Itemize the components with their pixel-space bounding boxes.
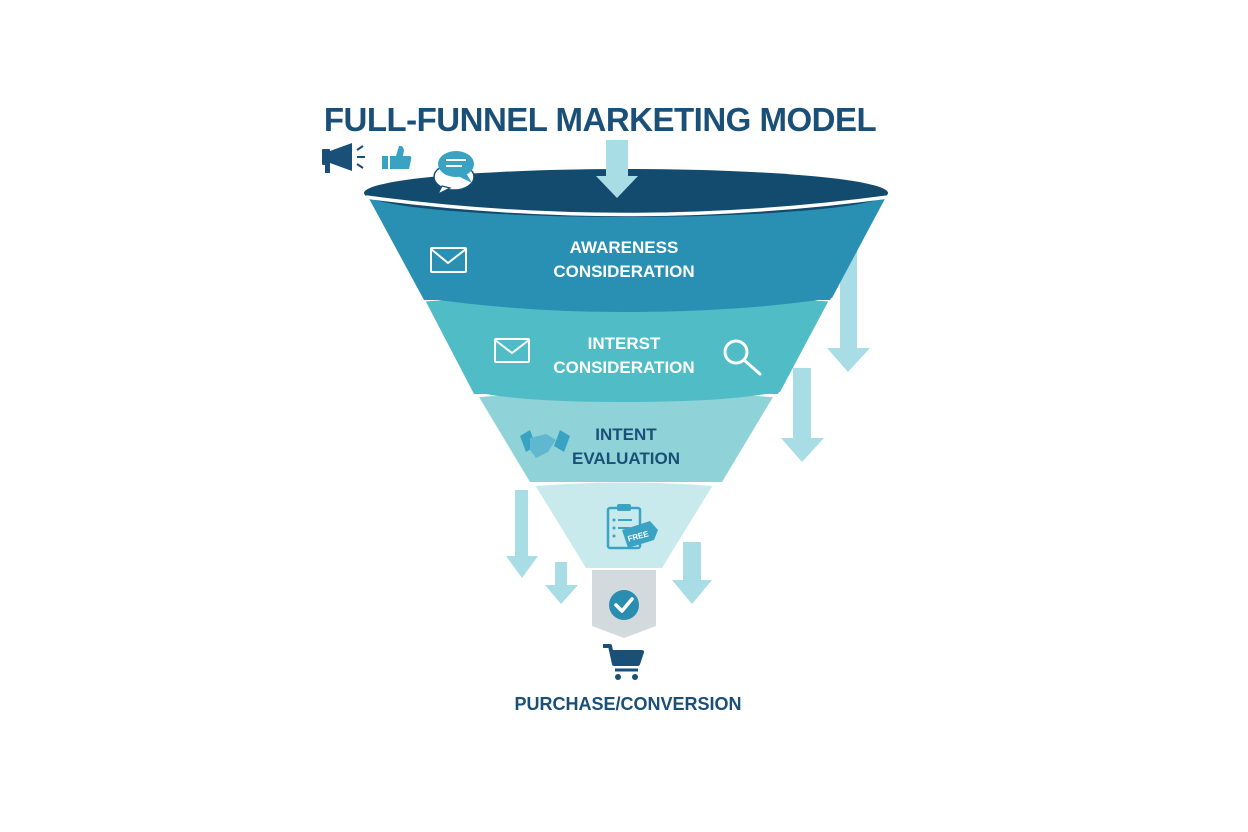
thumbs-up-icon — [382, 145, 412, 169]
arrow-down-icon — [545, 562, 578, 604]
megaphone-icon — [322, 143, 365, 173]
stage-1-line1: AWARENESS — [569, 238, 679, 257]
stage-2-line2: CONSIDERATION — [553, 358, 695, 377]
stage-3-label: INTENT EVALUATION — [476, 423, 776, 471]
arrow-down-icon — [506, 490, 538, 578]
stage-3-line2: EVALUATION — [572, 449, 680, 468]
clipboard-tag-icon: FREE — [606, 504, 658, 550]
funnel-stage-3 — [476, 392, 776, 482]
outcome-label: PURCHASE/CONVERSION — [514, 694, 742, 714]
shopping-cart-icon — [603, 644, 644, 680]
arrow-down-icon — [781, 368, 824, 462]
stage-1-label: AWARENESS CONSIDERATION — [474, 236, 774, 284]
envelope-icon — [494, 338, 530, 363]
stage-3-line1: INTENT — [595, 425, 657, 444]
funnel-rim — [364, 169, 888, 217]
chat-bubbles-icon — [433, 151, 475, 196]
magnifier-icon — [723, 339, 762, 376]
page-title: FULL-FUNNEL MARKETING MODEL — [323, 101, 877, 138]
envelope-icon — [430, 247, 467, 273]
stage-2-line1: INTERST — [587, 334, 661, 353]
checkmark-icon — [609, 590, 639, 620]
stage-2-label: INTERST CONSIDERATION — [474, 332, 774, 380]
stage-1-line2: CONSIDERATION — [553, 262, 695, 281]
handshake-icon — [520, 430, 570, 458]
funnel-stage-4 — [532, 480, 716, 568]
arrow-down-icon — [672, 542, 712, 604]
